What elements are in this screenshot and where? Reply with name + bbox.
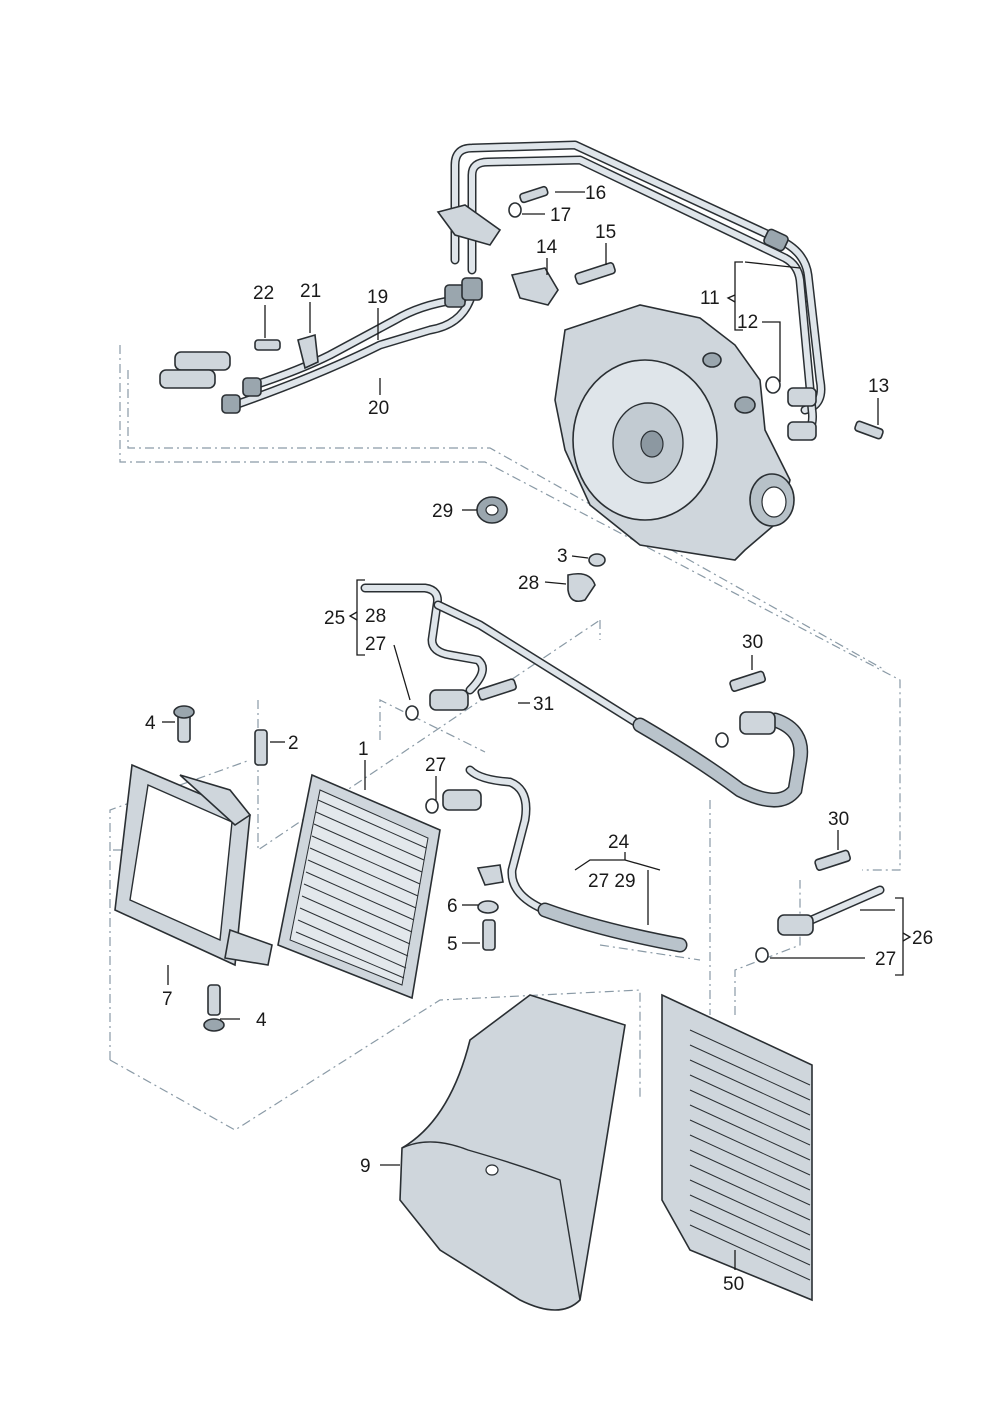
label-25-28: 28 — [365, 606, 386, 627]
bolt-16-icon — [519, 185, 549, 204]
label-16: 16 — [585, 183, 606, 204]
label-30a: 30 — [742, 632, 763, 653]
label-3: 3 — [557, 546, 568, 567]
label-27: 27 — [425, 755, 446, 776]
o-ring-12-icon — [765, 376, 781, 394]
o-ring-17-icon — [508, 202, 522, 218]
air-duct-icon — [399, 994, 626, 1311]
label-13: 13 — [868, 376, 889, 397]
label-6: 6 — [447, 896, 458, 917]
hose-24-icon — [425, 765, 688, 953]
label-20: 20 — [368, 398, 389, 419]
label-15: 15 — [595, 222, 616, 243]
radiator-icon — [661, 993, 813, 1302]
label-4b: 4 — [256, 1010, 267, 1031]
bolt-15-icon — [574, 262, 616, 285]
transmission-housing-icon — [554, 304, 795, 561]
label-11: 11 — [700, 288, 720, 309]
oil-cooler-icon — [277, 773, 441, 1000]
label-31: 31 — [533, 694, 554, 715]
label-24: 24 — [608, 832, 630, 853]
label-14: 14 — [536, 237, 558, 258]
label-12: 12 — [737, 312, 758, 333]
label-17: 17 — [550, 205, 571, 226]
label-19: 19 — [367, 287, 388, 308]
label-22: 22 — [253, 283, 274, 304]
label-24-sub: 27 29 — [588, 871, 636, 892]
label-9: 9 — [360, 1156, 371, 1177]
label-2: 2 — [288, 733, 299, 754]
label-1: 1 — [358, 739, 369, 760]
label-5: 5 — [447, 934, 458, 955]
pipe-26-icon — [755, 849, 885, 963]
nut-3-icon — [588, 553, 606, 567]
label-28: 28 — [518, 573, 539, 594]
bolt-22-icon — [254, 339, 281, 351]
label-30b: 30 — [828, 809, 849, 830]
label-25-27: 27 — [365, 634, 386, 655]
label-29: 29 — [432, 501, 453, 522]
cooler-bracket-icon — [114, 705, 273, 1032]
hose-assembly-25-icon — [360, 583, 809, 808]
label-7: 7 — [162, 989, 173, 1010]
label-21: 21 — [300, 281, 321, 302]
part-labels: 16 17 14 15 11 12 13 22 21 19 20 29 3 28… — [145, 183, 933, 1295]
clip-28-icon — [567, 572, 596, 603]
label-26: 26 — [912, 928, 933, 949]
label-4a: 4 — [145, 713, 156, 734]
cooler-pipe-upper-icon — [436, 140, 826, 441]
cooler-pipe-lower-icon — [159, 277, 483, 414]
label-26-27: 27 — [875, 949, 896, 970]
upper-fasteners — [254, 185, 884, 603]
bolt-13-icon — [854, 420, 884, 440]
bracket-14-icon — [510, 267, 559, 306]
leader-lines — [162, 191, 912, 1270]
label-25: 25 — [324, 608, 345, 629]
clamp-21-icon — [297, 333, 319, 370]
label-50: 50 — [723, 1274, 744, 1295]
